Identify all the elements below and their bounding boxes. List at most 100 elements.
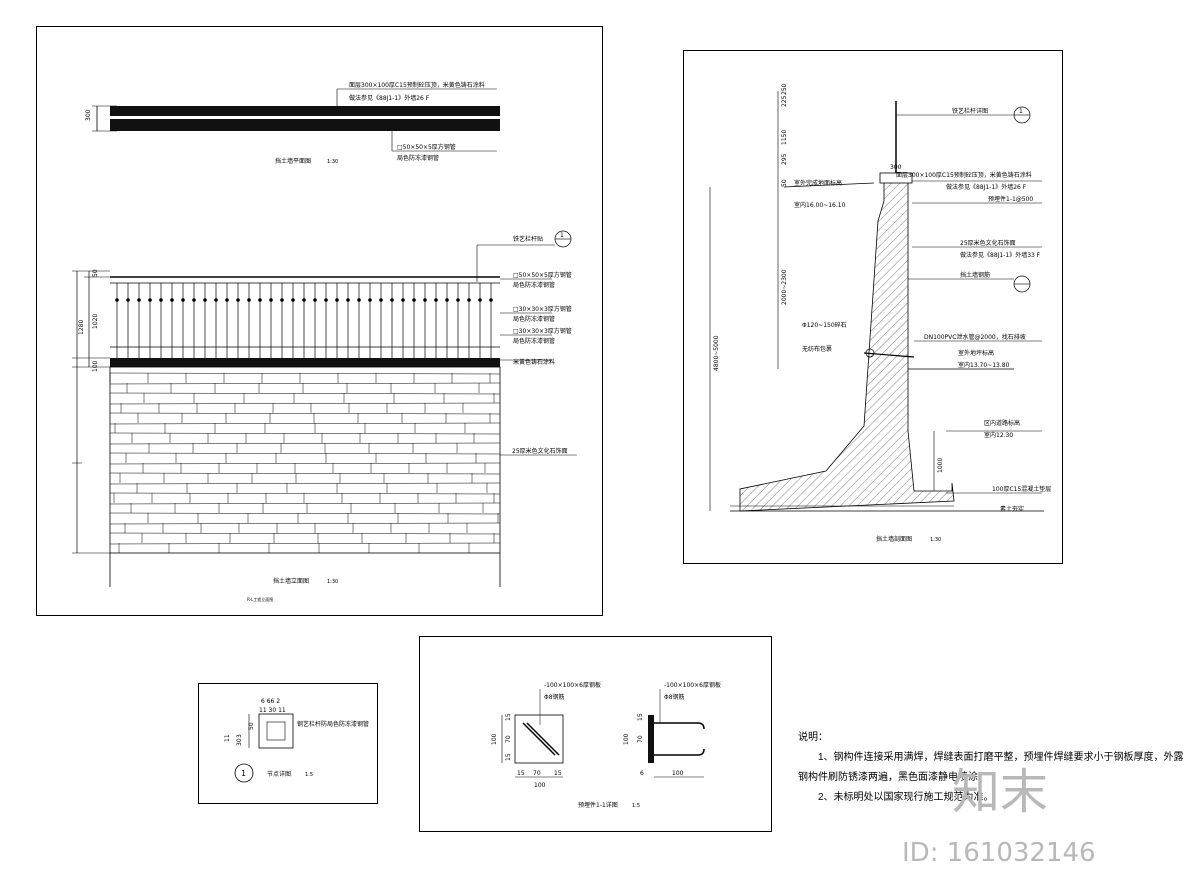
stone-course <box>109 392 501 395</box>
stone-course <box>109 522 501 525</box>
picket-ornament <box>357 298 361 302</box>
notes-line-2: 钢构件刷防锈漆两遍，黑色面漆静电喷涂。 <box>798 772 988 783</box>
elevation-sheet: 300 面层300×100厚C15预制砼压顶，米黄色铸石涂料 做法参见《88J1… <box>36 26 603 616</box>
dim-4800: 4800~5000 <box>713 335 720 371</box>
label-gravel: Φ120~150碎石 <box>802 321 847 329</box>
dim-bottom-15b: 15 <box>554 770 562 777</box>
picket-ornament <box>412 298 416 302</box>
stone-course <box>109 482 501 485</box>
rail-label-1b: 局色防冻漆钢管 <box>513 281 555 289</box>
embed-plate-left <box>514 714 564 764</box>
embed-scale: 1:5 <box>632 803 640 809</box>
dim-bottom-100: 100 <box>534 782 546 789</box>
stone-label: 25厚米色文化石饰面 <box>512 447 568 455</box>
label-wall: 挡土墙钢筋 <box>960 271 990 279</box>
stone-course <box>109 452 501 455</box>
node-marker <box>234 763 254 783</box>
dim-1000: 1000 <box>937 458 944 473</box>
dim-295: 295 <box>781 153 788 165</box>
picket-ornament <box>159 298 163 302</box>
node-dim-a: 50 <box>248 722 255 730</box>
label-plate-right: -100×100×6厚钢板 <box>664 681 721 689</box>
dim-r-70: 70 <box>637 735 644 743</box>
label-embed: 预埋件1-1@500 <box>988 195 1033 203</box>
rail-label-2b: 局色防冻漆钢管 <box>513 315 555 323</box>
label-stone-2: 做法参见《88J1-1》外墙33 F <box>960 251 1041 259</box>
watermark-logo: 知末 <box>952 764 1049 820</box>
picket-ornament <box>247 298 251 302</box>
svg-text:1: 1 <box>1019 108 1023 115</box>
dim-r-100: 100 <box>623 733 630 745</box>
picket-ornament <box>137 298 141 302</box>
plan-dim-300: 300 <box>85 109 92 121</box>
dim-1020: 1020 <box>92 314 99 329</box>
notes-line-3: 2、未标明处以国家现行施工规范为准。 <box>818 792 994 803</box>
rail-label-2a: □30×30×3厚方钢管 <box>513 305 572 313</box>
dim-50: 50 <box>781 179 788 187</box>
picket-ornament <box>258 298 262 302</box>
stone-course <box>109 532 501 535</box>
label-plate-left: -100×100×6厚钢板 <box>544 681 601 689</box>
rail-label-3a: □30×30×3厚方钢管 <box>513 327 572 335</box>
label-soil: 素土夯实 <box>1000 505 1024 513</box>
label-stone-1: 25厚米色文化石饰面 <box>960 239 1016 247</box>
stone-course <box>109 422 501 425</box>
node-dims-sub: 11 30 11 <box>259 707 286 714</box>
section-title: 挡土墙剖面图 <box>876 535 912 543</box>
stone-wall <box>109 366 501 554</box>
node-scale: 1:5 <box>305 772 313 778</box>
plan-coping-bar <box>110 106 500 116</box>
label-left-1: 室外完成地面标高 <box>794 179 842 187</box>
picket-ornament <box>313 298 317 302</box>
dim-bottom-70: 70 <box>533 770 541 777</box>
stone-course <box>109 512 501 515</box>
dim-225: 225 <box>781 95 788 107</box>
dim-250: 250 <box>781 83 788 95</box>
rail-pickets <box>115 283 493 358</box>
section-scale: 1:30 <box>930 537 941 543</box>
dim-300: 300 <box>890 164 902 171</box>
picket-ornament <box>489 298 493 302</box>
dim-r-15: 15 <box>637 713 644 721</box>
node-dim-c: 30 <box>236 738 243 746</box>
stone-course <box>109 492 501 495</box>
label-left-2: 室内16.00~16.10 <box>794 201 846 209</box>
dim-r-6: 6 <box>640 770 644 777</box>
plan-label-tube-2: 局色防冻漆钢管 <box>397 154 439 162</box>
picket-ornament <box>269 298 273 302</box>
dim-15a: 15 <box>505 713 512 721</box>
dim-bottom-15a: 15 <box>517 770 525 777</box>
stone-pattern <box>109 372 501 553</box>
picket-ornament <box>302 298 306 302</box>
callout-top-text: 铁艺栏杆详图 <box>952 107 988 115</box>
label-outdoor-val: 室内13.70~13.80 <box>958 361 1010 369</box>
label-bar-right: Φ8钢筋 <box>664 693 685 701</box>
dim-1280: 1280 <box>78 320 85 335</box>
plan-title: 挡土墙平面图 <box>275 157 311 165</box>
picket-ornament <box>203 298 207 302</box>
plan-label-coping-2: 做法参见《88J1-1》外墙26 F <box>349 94 430 102</box>
embed-title: 预埋件1-1详图 <box>578 801 618 809</box>
label-coping-1: 面层300×100厚C15预制砼压顶，米黄色铸石涂料 <box>896 171 1032 179</box>
rail-label-4: 米黄色铸石涂料 <box>513 358 555 366</box>
label-outdoor: 室外地坪标高 <box>958 349 994 357</box>
node-dims-top: 6 66 2 <box>261 698 280 705</box>
dim-2000: 2000~2300 <box>781 269 788 305</box>
picket-ornament <box>335 298 339 302</box>
picket-ornament <box>280 298 284 302</box>
elevation-scale: 1:30 <box>327 579 338 585</box>
picket-ornament <box>236 298 240 302</box>
picket-ornament <box>225 298 229 302</box>
stone-course <box>109 462 501 465</box>
rail-label-1a: □50×50×5厚方钢管 <box>513 271 572 279</box>
wall-body <box>739 180 955 512</box>
picket-ornament <box>214 298 218 302</box>
picket-ornament <box>423 298 427 302</box>
picket-ornament <box>379 298 383 302</box>
picket-ornament <box>148 298 152 302</box>
dim-100: 100 <box>491 733 498 745</box>
rail-label-3b: 局色防冻漆钢管 <box>513 337 555 345</box>
picket-ornament <box>467 298 471 302</box>
plan-tube-bar <box>110 119 500 131</box>
stone-course <box>109 472 501 475</box>
